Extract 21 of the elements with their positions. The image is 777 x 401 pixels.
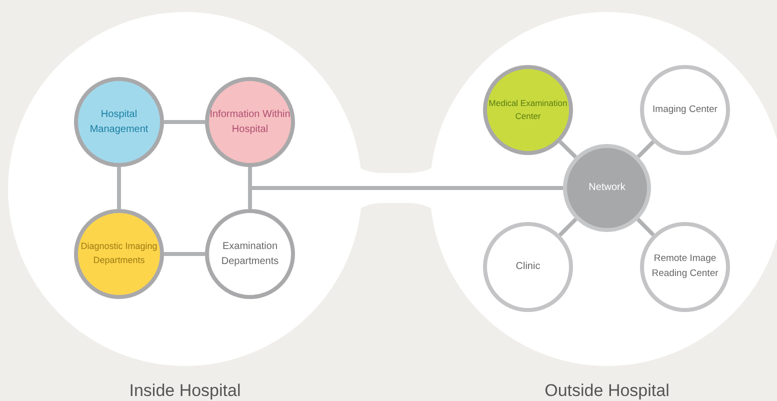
node-label: Diagnostic Imaging Departments [80, 240, 158, 267]
region-heading: Inside Hospital [129, 380, 241, 401]
node-label: Network [588, 181, 626, 196]
node-label: Information Within Hospital [209, 108, 291, 137]
node-label: Medical Examination Center [488, 96, 568, 123]
region-heading: Outside Hospital [544, 380, 670, 401]
connector-line [248, 188, 252, 209]
connector-line [248, 167, 252, 188]
connector-line [558, 140, 578, 158]
connector-line [117, 167, 121, 209]
connector-line [636, 140, 655, 158]
node-label: Remote Image Reading Center [650, 252, 720, 281]
connector-line [250, 186, 563, 190]
connector-line [164, 120, 205, 124]
node-label: Hospital Management [88, 108, 150, 137]
connector-line [558, 218, 578, 237]
node-label: Imaging Center [652, 102, 718, 117]
node-label: Clinic [516, 260, 540, 274]
node-label: Examination Departments [220, 240, 280, 269]
connector-line [636, 218, 655, 236]
connector-line [164, 252, 205, 256]
